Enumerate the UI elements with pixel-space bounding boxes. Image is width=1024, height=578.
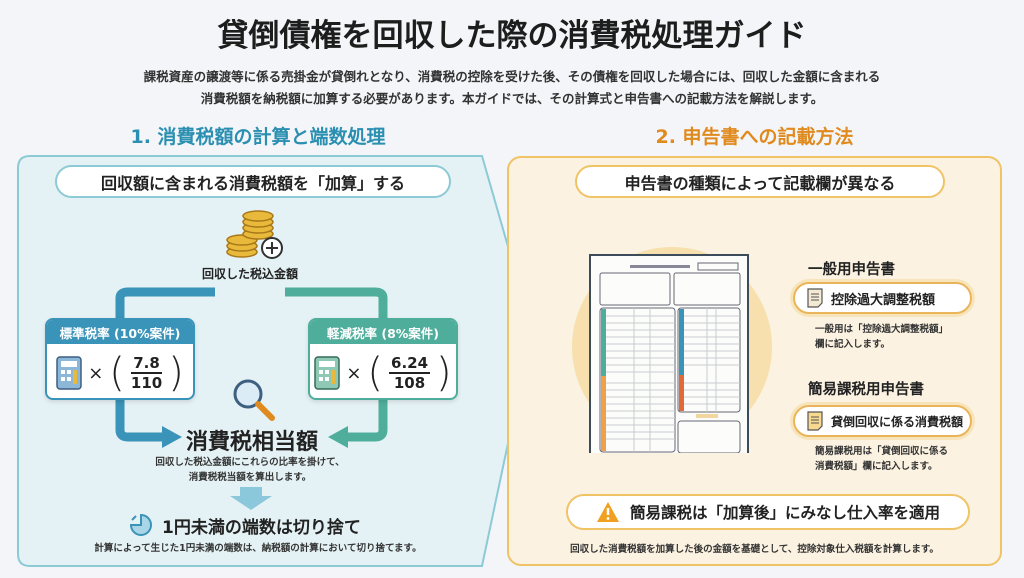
- result-desc-1: 回収した税込金額にこれらの比率を掛けて、: [155, 457, 345, 468]
- standard-numerator: 7.8: [131, 354, 162, 374]
- simple-field-pill: 貸倒回収に係る消費税額: [793, 405, 972, 437]
- simple-field-label: 貸倒回収に係る消費税額: [831, 414, 964, 429]
- result-title: 消費税相当額: [185, 430, 318, 455]
- general-field-label: 控除過大調整税額: [831, 292, 936, 308]
- standard-denominator: 110: [130, 374, 163, 392]
- calculator-icon: [314, 356, 341, 390]
- standard-rate-label: 標準税率 (10%案件): [47, 320, 193, 344]
- rounding-icon: [129, 513, 152, 536]
- general-field-pill: 控除過大調整税額: [793, 282, 972, 314]
- rounding-row: 1円未満の端数は切り捨て: [128, 512, 361, 538]
- warning-pill: 簡易課税は「加算後」にみなし仕入率を適用: [566, 494, 970, 530]
- reduced-rate-label: 軽減税率 (8%案件): [310, 320, 456, 344]
- rounding-title: 1円未満の端数は切り捨て: [162, 517, 361, 538]
- document-icon: [807, 411, 823, 431]
- reduced-numerator: 6.24: [389, 354, 431, 374]
- general-note-1: 一般用は「控除過大調整税額」: [815, 324, 949, 335]
- times-sign: ×: [346, 362, 362, 384]
- reduced-denominator: 108: [393, 374, 426, 392]
- rounding-desc: 計算によって生じた1円未満の端数は、納税額の計算において切り捨てます。: [94, 543, 422, 554]
- right-heading: 2. 申告書への記載方法: [655, 126, 854, 148]
- right-banner: 申告書の種類によって記載欄が異なる: [575, 165, 945, 198]
- simple-note-2: 消費税額」欄に記入します。: [815, 461, 938, 472]
- calculator-icon: [56, 356, 82, 390]
- right-footer: 回収した消費税額を加算した後の金額を基礎として、控除対象仕入税額を計算します。: [570, 544, 939, 555]
- simple-note-1: 簡易課税用は「貸倒回収に係る: [815, 446, 949, 457]
- tax-return-form-illustration: [572, 247, 772, 453]
- intro-line-2: 消費税額を納税額に加算する必要があります。本ガイドでは、その計算式と申告書への記…: [200, 91, 824, 106]
- times-sign: ×: [88, 362, 104, 384]
- intro-line-1: 課税資産の譲渡等に係る売掛金が貸倒れとなり、消費税の控除を受けた後、その債権を回…: [143, 69, 881, 84]
- left-heading: 1. 消費税額の計算と端数処理: [130, 126, 386, 148]
- collected-amount-label: 回収した税込金額: [201, 267, 298, 281]
- general-note-2: 欄に記入します。: [815, 339, 891, 350]
- warning-text: 簡易課税は「加算後」にみなし仕入率を適用: [629, 504, 940, 522]
- result-desc-2: 消費税税当額を算出します。: [188, 472, 312, 483]
- coins-plus-icon: [226, 210, 283, 259]
- general-form-title: 一般用申告書: [808, 262, 895, 278]
- page-title: 貸倒債権を回収した際の消費税処理ガイド: [217, 18, 807, 54]
- simple-form-title: 簡易課税用申告書: [808, 382, 924, 398]
- document-icon: [807, 288, 823, 308]
- left-banner: 回収額に含まれる消費税額を「加算」する: [55, 165, 451, 198]
- magnifier-icon: [233, 379, 275, 421]
- warning-icon: [596, 502, 619, 522]
